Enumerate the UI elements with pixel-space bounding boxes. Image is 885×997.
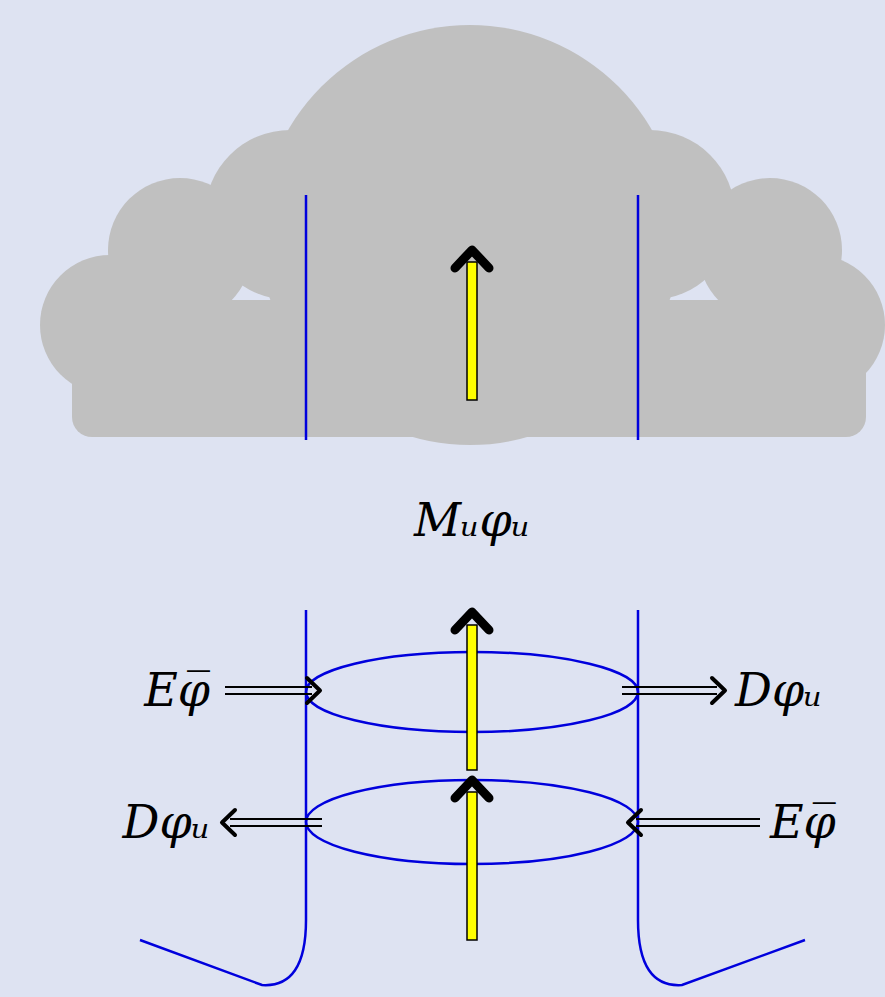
flux-symbol: Mᵤφᵤ [414, 495, 530, 546]
arrow-head [307, 678, 320, 703]
plume-wall [637, 195, 640, 440]
flux-arrows [222, 678, 760, 835]
double-arrow-shaft [636, 819, 760, 826]
plume-wall [305, 195, 308, 440]
arrow-head [712, 678, 725, 703]
double-arrow-shaft [230, 819, 322, 826]
double-arrow-shaft [622, 687, 717, 694]
updraft-arrows [455, 250, 489, 940]
entrainment-symbol: Eφ̅ [144, 665, 210, 716]
entrainment-symbol: Eφ̅ [770, 797, 836, 848]
detrainment-symbol: Dφᵤ [735, 665, 822, 716]
arrow-head [455, 780, 489, 798]
plume-walls [140, 195, 805, 985]
updraft-shaft [467, 262, 477, 400]
updraft-shaft [467, 625, 477, 770]
detrainment-symbol: Dφᵤ [123, 797, 210, 848]
double-arrow-shaft [225, 687, 312, 694]
arrow-head [455, 612, 489, 630]
arrow-head [628, 810, 641, 835]
arrow-head [222, 810, 235, 835]
arrow-head [455, 250, 489, 268]
updraft-shaft [467, 792, 477, 940]
cloud [40, 25, 885, 445]
